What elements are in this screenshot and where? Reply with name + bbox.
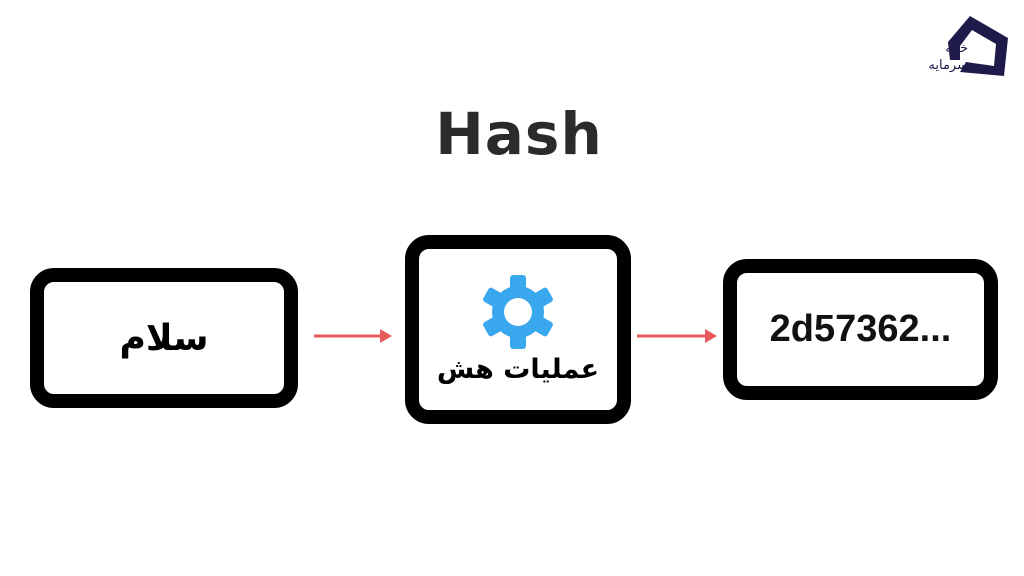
logo-house-icon bbox=[948, 16, 1008, 76]
output-box: 2d57362... bbox=[723, 259, 998, 400]
process-label: عملیات هش bbox=[436, 354, 600, 385]
arrow-2 bbox=[637, 329, 717, 343]
arrow-1 bbox=[314, 329, 392, 343]
output-hash: 2d57362... bbox=[769, 308, 952, 350]
gear-icon bbox=[483, 275, 553, 349]
input-box: سلام bbox=[30, 268, 298, 408]
hash-process-box: عملیات هش bbox=[405, 235, 631, 424]
diagram-title: Hash bbox=[435, 100, 603, 168]
logo-line1: خانه bbox=[945, 41, 968, 56]
logo-line2: سرمایه bbox=[928, 58, 968, 73]
input-text: سلام bbox=[119, 317, 209, 359]
